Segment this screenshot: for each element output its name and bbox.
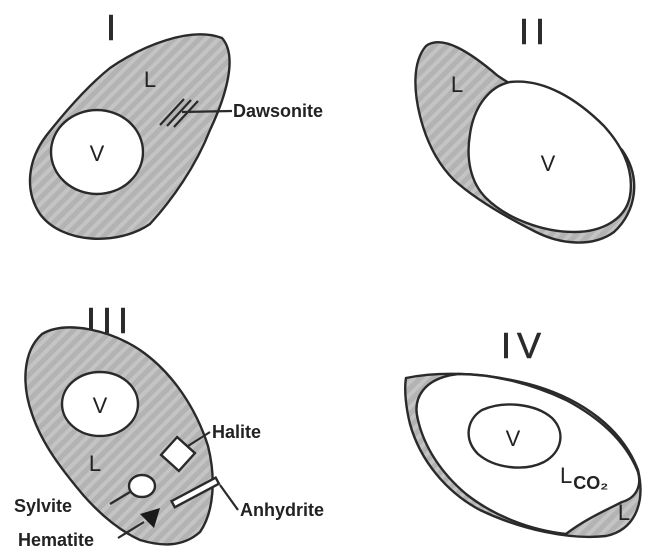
inclusion-iii-liquid-label: L	[89, 451, 101, 476]
inclusion-iv-liquid-label: L	[618, 500, 630, 525]
inclusion-i-numeral: I	[106, 7, 122, 48]
inclusion-iv-vapor-label: V	[506, 426, 521, 451]
inclusion-ii-numeral: II	[519, 11, 551, 52]
inclusion-i-liquid-label: L	[144, 67, 156, 92]
inclusion-ii: II V L	[415, 11, 634, 243]
inclusion-ii-vapor-label: V	[541, 151, 556, 176]
hematite-label: Hematite	[18, 530, 94, 549]
inclusion-iii: III V L Halite Sylvite Anhydrite Hematit…	[14, 300, 324, 549]
inclusion-iv: IV V LCO₂ L	[405, 325, 640, 537]
inclusion-iii-vapor-label: V	[93, 393, 108, 418]
inclusion-ii-liquid-label: L	[451, 72, 463, 97]
inclusion-i-vapor-label: V	[90, 141, 105, 166]
sylvite-label: Sylvite	[14, 496, 72, 516]
inclusion-i: I V L Dawsonite	[30, 7, 323, 239]
anhydrite-label: Anhydrite	[240, 500, 324, 520]
sylvite-crystal	[129, 475, 155, 497]
inclusion-iv-numeral: IV	[501, 325, 547, 366]
halite-label: Halite	[212, 422, 261, 442]
dawsonite-label: Dawsonite	[233, 101, 323, 121]
anhydrite-leader	[220, 485, 238, 510]
